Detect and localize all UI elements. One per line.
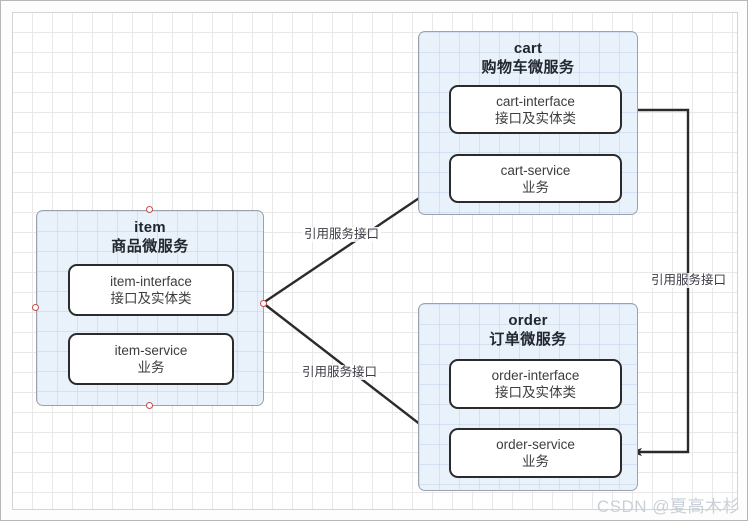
- module-name-cart-interface: cart-interface: [496, 93, 575, 109]
- module-desc-order-service: 业务: [522, 454, 549, 469]
- module-item-service[interactable]: item-service 业务: [68, 333, 234, 385]
- handle-item-right[interactable]: [260, 300, 267, 307]
- module-desc-item-interface: 接口及实体类: [110, 291, 192, 306]
- module-name-item-service: item-service: [114, 343, 188, 358]
- module-cart-interface[interactable]: cart-interface 接口及实体类: [449, 85, 622, 134]
- module-desc-item-service: 业务: [137, 360, 165, 375]
- handle-item-top[interactable]: [146, 206, 153, 213]
- group-subtitle-item: 商品微服务: [111, 238, 189, 255]
- module-item-interface[interactable]: item-interface 接口及实体类: [68, 264, 234, 316]
- service-group-order[interactable]: order 订单微服务 order-interface 接口及实体类 order…: [418, 303, 638, 491]
- module-name-order-service: order-service: [496, 437, 575, 452]
- module-order-service[interactable]: order-service 业务: [449, 428, 622, 478]
- service-group-cart[interactable]: cart 购物车微服务 cart-interface 接口及实体类 cart-s…: [418, 31, 638, 215]
- module-desc-order-interface: 接口及实体类: [495, 385, 576, 400]
- module-name-cart-service: cart-service: [500, 162, 571, 178]
- group-title-cart: cart: [513, 40, 543, 57]
- edge-label-item-to-order: 引用服务接口: [300, 365, 380, 380]
- edge-label-cart-to-order: 引用服务接口: [649, 273, 729, 288]
- module-name-item-interface: item-interface: [110, 274, 192, 289]
- edge-label-item-to-cart: 引用服务接口: [302, 227, 382, 242]
- group-title-item: item: [134, 219, 166, 236]
- module-desc-cart-service: 业务: [522, 179, 549, 195]
- module-name-order-interface: order-interface: [491, 368, 580, 383]
- handle-item-left[interactable]: [32, 304, 39, 311]
- group-title-order: order: [508, 312, 548, 329]
- group-subtitle-cart: 购物车微服务: [481, 59, 575, 76]
- service-group-item[interactable]: item 商品微服务 item-interface 接口及实体类 item-se…: [36, 210, 264, 406]
- group-subtitle-order: 订单微服务: [489, 331, 567, 348]
- module-cart-service[interactable]: cart-service 业务: [449, 154, 622, 203]
- handle-item-bottom[interactable]: [146, 402, 153, 409]
- module-desc-cart-interface: 接口及实体类: [495, 110, 576, 126]
- module-order-interface[interactable]: order-interface 接口及实体类: [449, 359, 622, 409]
- csdn-watermark: CSDN @夏高木杉: [596, 497, 740, 516]
